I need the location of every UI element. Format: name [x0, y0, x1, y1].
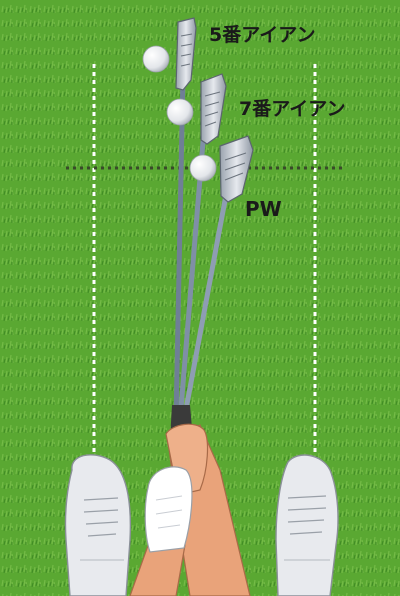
golf-ball-icon	[189, 154, 217, 182]
label-pitching-wedge: PW	[245, 197, 282, 221]
iron-club-icon	[175, 17, 197, 91]
golf-shoe-icon	[64, 454, 132, 596]
label-5-iron: 5番アイアン	[209, 24, 316, 46]
golf-shoe-icon	[275, 454, 339, 596]
glove-hand-icon	[129, 423, 251, 596]
iron-club-icon	[200, 73, 227, 145]
label-7-iron: 7番アイアン	[239, 98, 346, 120]
iron-club-icon	[219, 135, 254, 203]
golf-ball-icon	[142, 45, 170, 73]
golf-ball-icon	[166, 98, 194, 126]
